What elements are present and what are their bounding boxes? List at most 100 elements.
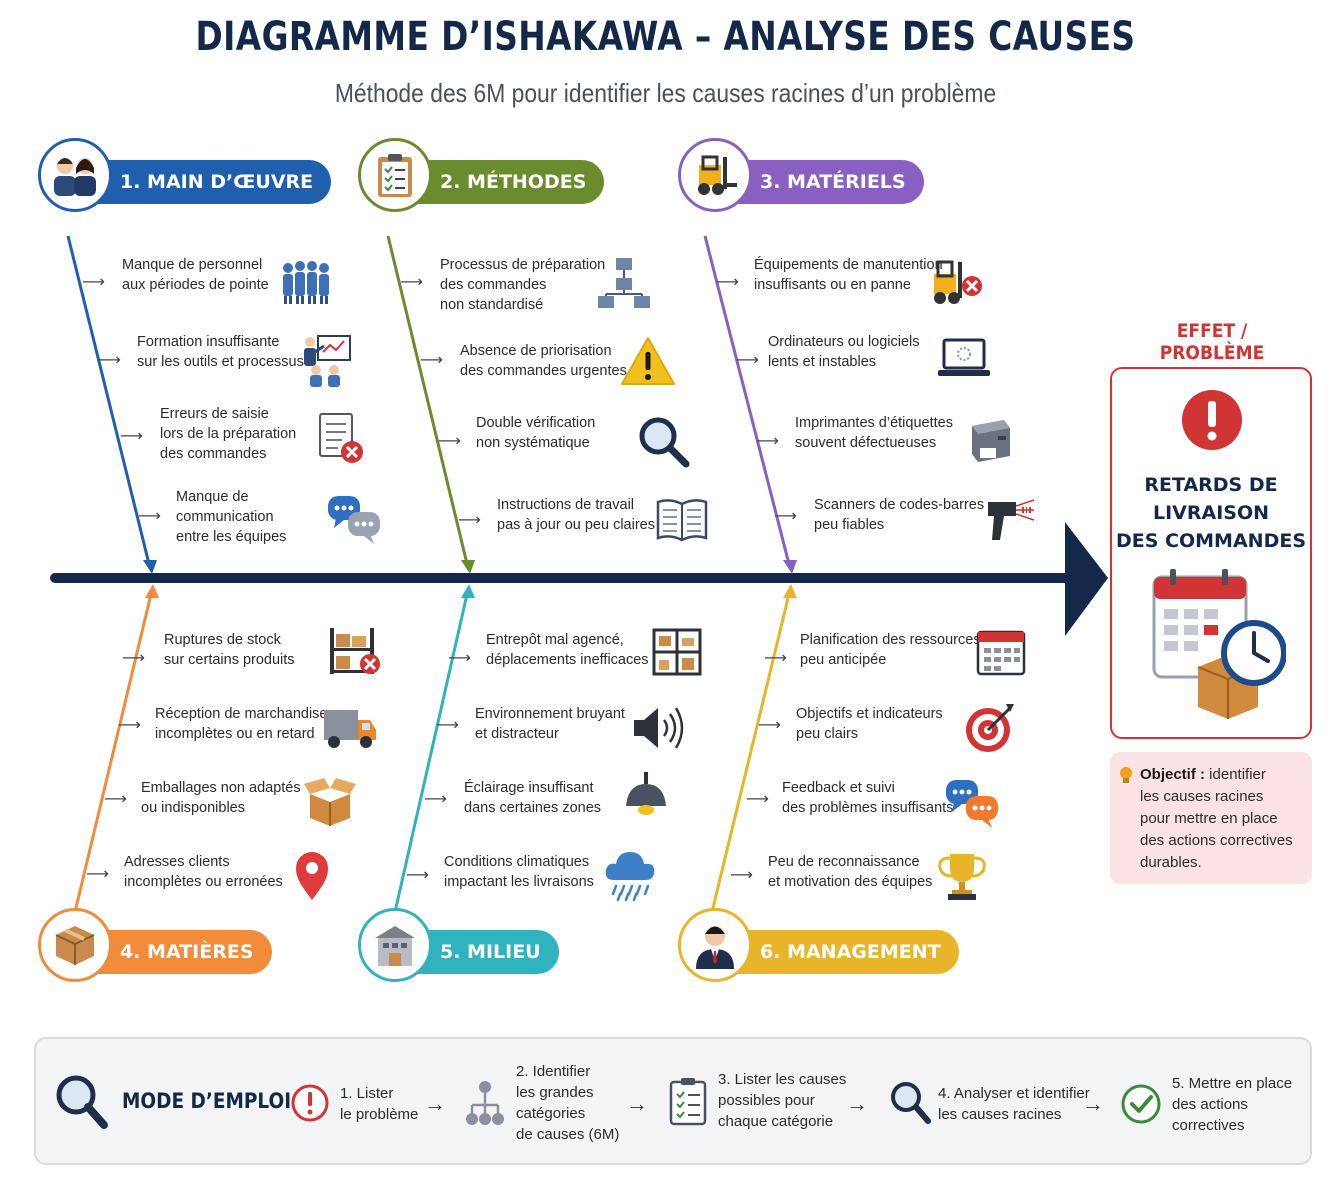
step-arrow: → (846, 1091, 868, 1116)
cause-arrow: ⟶ (118, 717, 141, 734)
cause-label: Entrepôt mal agencé,déplacements ineffic… (486, 632, 649, 668)
laptop-icon (938, 338, 990, 376)
category-label: 1. MAIN D’ŒUVRE (98, 160, 332, 204)
category-label: 5. MILIEU (418, 930, 559, 974)
manager-icon (678, 908, 752, 982)
cause-arrow: ⟶ (104, 791, 127, 808)
bone-main-oeuvre (66, 235, 152, 569)
empty-shelf-icon (330, 628, 380, 674)
category-label: 4. MATIÈRES (98, 930, 272, 974)
cause-arrow: ⟶ (756, 433, 779, 450)
printer-icon (972, 420, 1010, 462)
cause-arrow: ⟶ (120, 428, 143, 445)
chat-icon (328, 496, 380, 544)
flowchart-icon (598, 258, 650, 308)
category-label: 6. MANAGEMENT (738, 930, 959, 974)
lamp-icon (626, 772, 666, 815)
warning-icon (621, 337, 675, 385)
bone-milieu (393, 589, 470, 913)
cause-arrow: ⟶ (458, 512, 481, 529)
cause-arrow: ⟶ (98, 352, 121, 369)
team-icon (283, 261, 329, 304)
step-arrow: → (424, 1091, 446, 1116)
truck-icon (324, 710, 376, 748)
cause-arrow: ⟶ (420, 352, 443, 369)
objective-box: Objectif : identifier les causes racines… (1110, 752, 1312, 884)
alert-icon (1182, 390, 1242, 450)
book-icon (656, 499, 708, 542)
box-icon (38, 908, 112, 982)
calendar-icon (976, 630, 1026, 676)
cause-arrow: ⟶ (86, 866, 109, 883)
hierarchy-icon (466, 1081, 504, 1125)
training-icon (304, 335, 351, 387)
error-document-icon (319, 413, 363, 463)
magnifier-icon (56, 1075, 108, 1129)
cause-arrow: ⟶ (424, 791, 447, 808)
cause-arrow: ⟶ (758, 717, 781, 734)
cause-arrow: ⟶ (736, 352, 759, 369)
cause-arrow: ⟶ (406, 867, 429, 884)
cause-arrow: ⟶ (764, 650, 787, 667)
rain-cloud-icon (605, 852, 655, 902)
alert-icon (291, 1084, 329, 1122)
cause-arrow: ⟶ (436, 717, 459, 734)
location-pin-icon (296, 852, 328, 900)
trophy-icon (938, 854, 986, 900)
bone-materiels (703, 235, 792, 569)
cause-arrow: ⟶ (746, 791, 769, 808)
forklift-broken-icon (934, 260, 982, 304)
people-icon (38, 138, 112, 212)
clipboard-icon (358, 138, 432, 212)
chat-icon (946, 780, 998, 828)
bone-matieres (73, 589, 154, 913)
page-title: DIAGRAMME D’ISHAKAWA – ANALYSE DES CAUSE… (195, 14, 1136, 60)
cause-arrow: ⟶ (730, 867, 753, 884)
cause-arrow: ⟶ (716, 274, 739, 291)
page-subtitle: Méthode des 6M pour identifier les cause… (334, 78, 997, 108)
cause-arrow: ⟶ (138, 508, 161, 525)
cause-arrow: ⟶ (774, 508, 797, 525)
checklist-icon (669, 1078, 707, 1126)
target-icon (966, 704, 1014, 752)
open-box-icon (304, 778, 356, 826)
magnifier-icon (891, 1082, 931, 1124)
cause-arrow: ⟶ (122, 650, 145, 667)
magnifier-icon (639, 417, 690, 468)
step-arrow: → (626, 1091, 648, 1116)
lightbulb-icon (1120, 767, 1132, 783)
instructions-title: MODE D’EMPLOI (122, 1089, 292, 1113)
step-arrow: → (1082, 1091, 1104, 1116)
speaker-icon (634, 707, 684, 749)
effect-title: EFFET / PROBLÈME (1159, 320, 1265, 364)
cause-arrow: ⟶ (82, 274, 105, 291)
building-icon (358, 908, 432, 982)
bone-methodes (386, 235, 470, 569)
calendar-clock-box-icon (1152, 569, 1286, 719)
bone-management (710, 589, 792, 913)
